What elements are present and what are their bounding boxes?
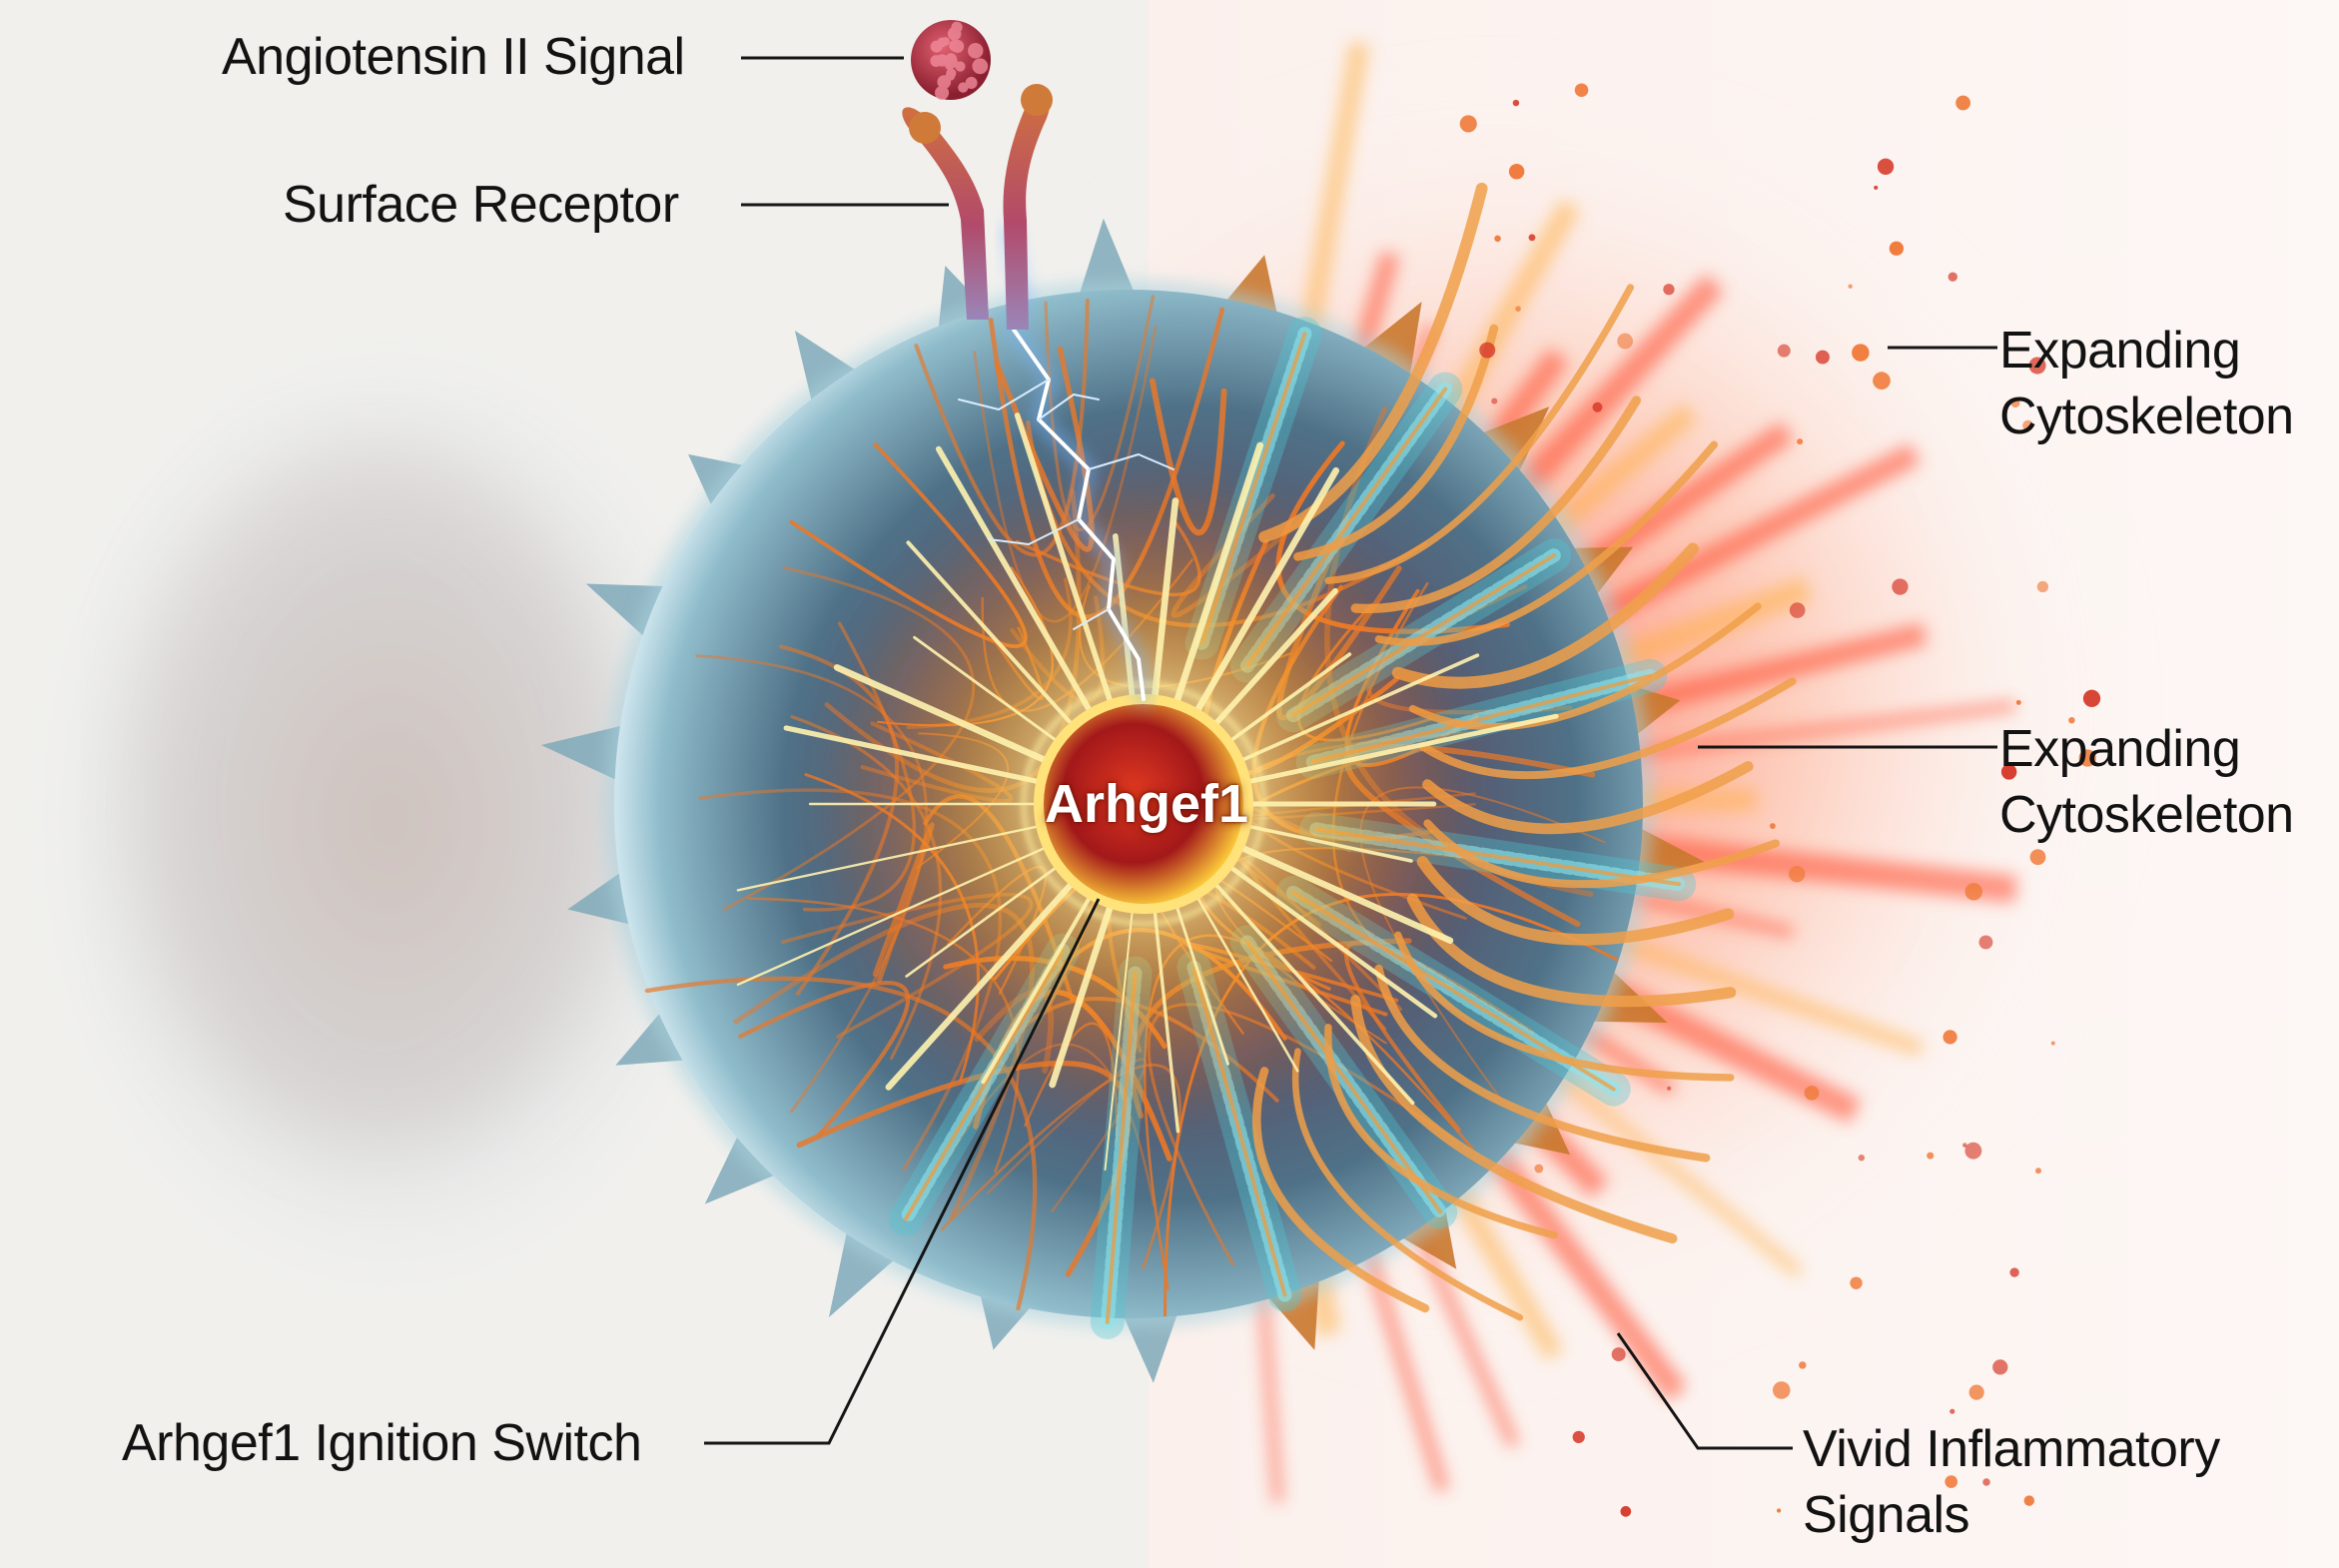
inflammatory-signals-line1: Vivid Inflammatory xyxy=(1803,1416,2220,1482)
arhgef1-core-label: Arhgef1 xyxy=(1045,773,1248,835)
inflammatory-signals-line2: Signals xyxy=(1803,1482,2220,1548)
inflammatory-signals-label: Vivid Inflammatory Signals xyxy=(1803,1416,2220,1548)
expanding-cytoskeleton-label-middle: Expanding Cytoskeleton xyxy=(1999,716,2294,848)
expanding-cytoskeleton-middle-line1: Expanding xyxy=(1999,716,2294,782)
angiotensin-signal-label: Angiotensin II Signal xyxy=(222,24,685,90)
ignition-switch-label: Arhgef1 Ignition Switch xyxy=(122,1410,641,1476)
expanding-cytoskeleton-top-line2: Cytoskeleton xyxy=(1999,384,2294,449)
surface-receptor-label: Surface Receptor xyxy=(283,172,679,238)
expanding-cytoskeleton-middle-line2: Cytoskeleton xyxy=(1999,782,2294,848)
expanding-cytoskeleton-label-top: Expanding Cytoskeleton xyxy=(1999,318,2294,449)
expanding-cytoskeleton-top-line1: Expanding xyxy=(1999,318,2294,384)
angiotensin-molecule xyxy=(911,20,991,100)
